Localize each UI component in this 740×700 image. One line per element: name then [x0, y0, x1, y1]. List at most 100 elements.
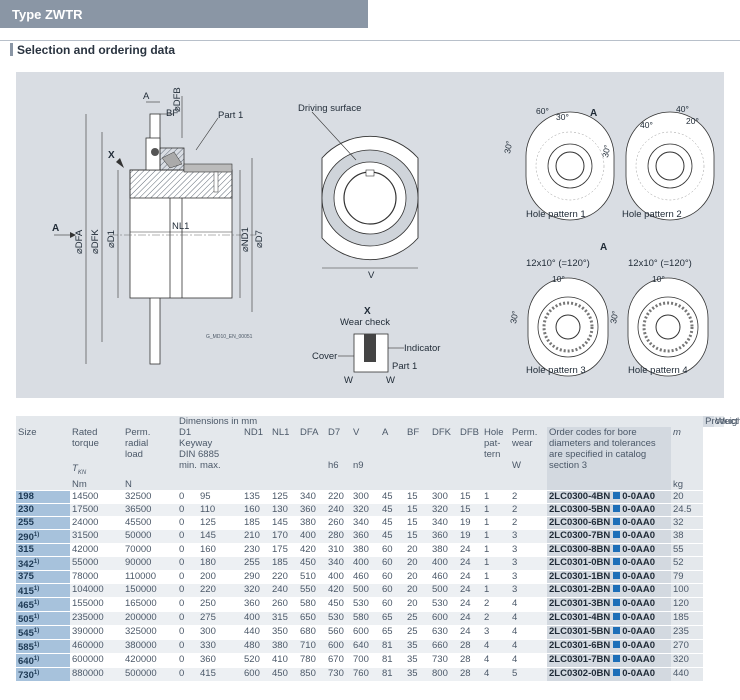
label-a-dim: A — [143, 91, 150, 102]
cell-nd1: 320 — [242, 582, 270, 598]
cell-weight: 320 — [671, 652, 704, 668]
label-w-left: W — [344, 375, 353, 386]
cell-size: 198 — [16, 489, 70, 504]
cell-size: 6401) — [16, 652, 70, 668]
rubber-elements — [183, 163, 233, 173]
label-cover: Cover — [312, 351, 337, 362]
cell-dfb: 28 — [458, 652, 482, 668]
cell-d7: 220 — [326, 489, 351, 504]
variant-square-icon — [613, 491, 621, 499]
cell-hp: 4 — [482, 638, 510, 654]
cell-dmax: 250 — [198, 596, 242, 612]
cell-dfa: 680 — [298, 624, 326, 640]
hole-pattern-3: A 12x10° (=120°) 10° 30° Hole pattern 3 — [508, 242, 609, 377]
cell-size: 230 — [16, 502, 70, 517]
cell-dfa: 850 — [298, 666, 326, 681]
cell-a: 65 — [380, 624, 405, 640]
cell-nl1: 380 — [270, 638, 298, 654]
hp4-degree-note: 12x10° (=120°) — [628, 258, 692, 269]
cell-w: 4 — [510, 596, 547, 612]
cell-nl1: 125 — [270, 489, 298, 504]
cell-nd1: 160 — [242, 502, 270, 517]
cell-d7: 420 — [326, 582, 351, 598]
header-dims: Dimensions in mm — [177, 416, 704, 427]
cell-dmin: 0 — [177, 515, 198, 530]
cell-t: 55000 — [70, 555, 123, 571]
cell-nl1: 315 — [270, 610, 298, 626]
cell-weight: 270 — [671, 638, 704, 654]
cell-dfa: 710 — [298, 638, 326, 654]
front-keyway — [365, 169, 375, 177]
variant-square-icon — [613, 571, 621, 579]
cell-r: 420000 — [123, 652, 177, 668]
cell-weight: 185 — [671, 610, 704, 626]
view-arrow — [70, 232, 76, 238]
cell-d7: 530 — [326, 610, 351, 626]
coupling-section-view: A BF ⌀DFB Part 1 X A ⌀DFA ⌀DFK ⌀D1 NL1 ⌀… — [52, 87, 265, 365]
cell-w: 3 — [510, 582, 547, 598]
cell-dmin: 0 — [177, 582, 198, 598]
cell-weight: 20 — [671, 489, 704, 504]
cell-dfb: 24 — [458, 542, 482, 557]
hp3-degree-note: 12x10° (=120°) — [526, 258, 590, 269]
cell-nd1: 520 — [242, 652, 270, 668]
cell-dfk: 400 — [430, 555, 458, 571]
cell-bf: 35 — [405, 666, 430, 681]
cell-d7: 560 — [326, 624, 351, 640]
cell-bf: 20 — [405, 569, 430, 584]
cell-weight: 120 — [671, 596, 704, 612]
cell-hp: 4 — [482, 666, 510, 681]
label-v: V — [368, 270, 375, 281]
cell-v: 700 — [351, 652, 380, 668]
label-nd1: ⌀ND1 — [240, 227, 251, 252]
header-product-code: Product code — [703, 416, 740, 427]
header-weight: Weight — [713, 416, 740, 427]
hole-pattern-1: 60° 30° 30° Hole pattern 1 — [502, 106, 615, 221]
screw-head — [151, 148, 159, 156]
page-header: Type ZWTR — [0, 0, 368, 28]
hp2-angle-20: 20° — [686, 116, 699, 126]
cell-dfb: 15 — [458, 502, 482, 517]
cell-bf: 20 — [405, 555, 430, 571]
label-x-detail: X — [108, 150, 115, 161]
variant-square-icon — [613, 612, 621, 620]
wear-check-detail: X Wear check Indicator Cover Part 1 W W — [312, 306, 440, 386]
label-hp-a1: A — [590, 108, 597, 119]
label-hole-pattern-1: Hole pattern 1 — [526, 209, 586, 220]
cell-weight: 38 — [671, 528, 704, 544]
cell-t: 24000 — [70, 515, 123, 530]
cell-d7: 600 — [326, 638, 351, 654]
dimension-lines — [54, 96, 253, 364]
label-nl1: NL1 — [172, 221, 189, 232]
cell-d7: 280 — [326, 528, 351, 544]
hp1-angle-60: 60° — [536, 106, 549, 116]
cell-nd1: 255 — [242, 555, 270, 571]
cell-a: 45 — [380, 515, 405, 530]
cell-hp: 1 — [482, 555, 510, 571]
header-row-4: Nm N kg — [16, 478, 724, 491]
cell-d7: 340 — [326, 555, 351, 571]
cell-dfa: 400 — [298, 528, 326, 544]
variant-square-icon — [613, 557, 621, 565]
cell-v: 320 — [351, 502, 380, 517]
cell-t: 600000 — [70, 652, 123, 668]
cell-nl1: 130 — [270, 502, 298, 517]
label-x-title: X — [364, 306, 371, 317]
cell-dfb: 19 — [458, 515, 482, 530]
front-bore — [343, 171, 397, 225]
cell-v: 400 — [351, 555, 380, 571]
technical-drawing-panel: A BF ⌀DFB Part 1 X A ⌀DFA ⌀DFK ⌀D1 NL1 ⌀… — [16, 72, 724, 398]
cell-nd1: 185 — [242, 515, 270, 530]
cell-t: 104000 — [70, 582, 123, 598]
cell-size: 2901) — [16, 528, 70, 544]
cell-v: 460 — [351, 569, 380, 584]
cell-v: 380 — [351, 542, 380, 557]
cell-dfk: 730 — [430, 652, 458, 668]
cell-nl1: 185 — [270, 555, 298, 571]
variant-square-icon — [613, 626, 621, 634]
